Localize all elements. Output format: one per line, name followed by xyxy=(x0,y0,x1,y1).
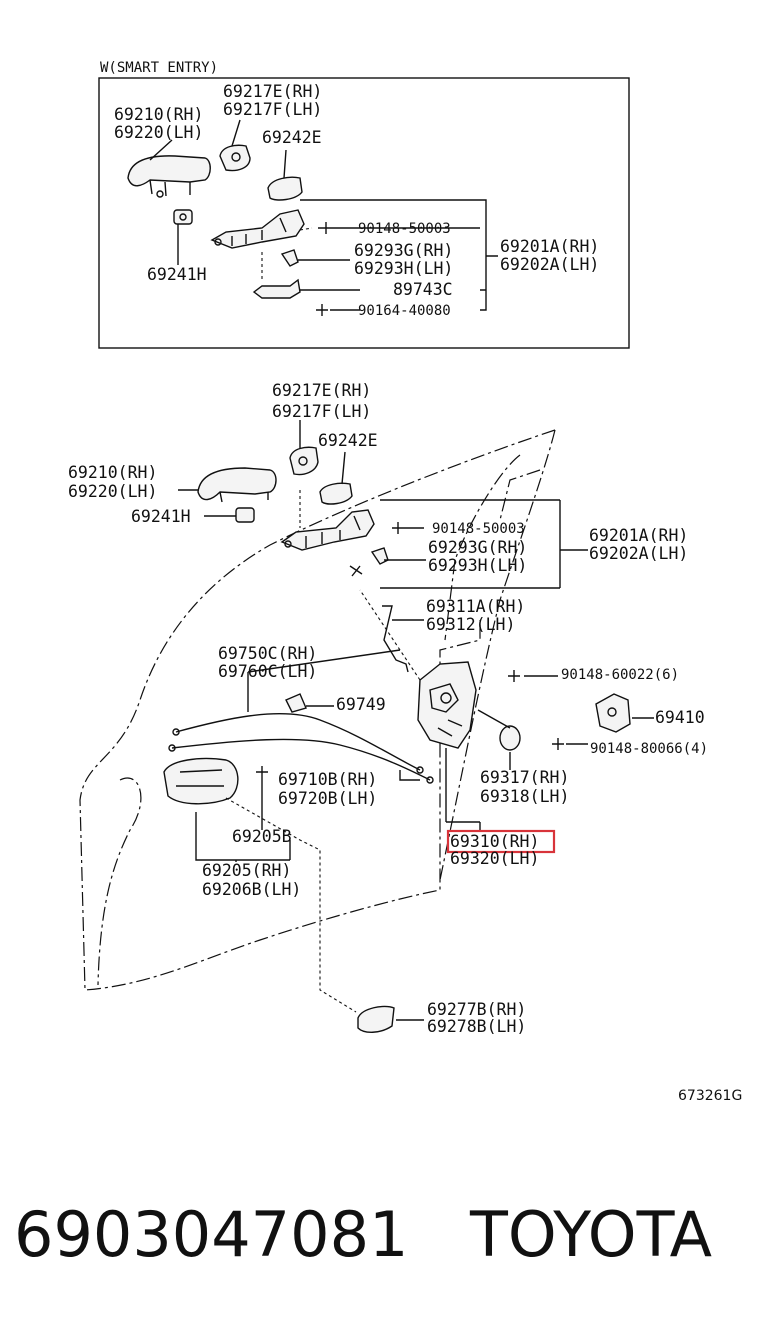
label-cable-upper-rh: 69750C(RH) xyxy=(218,644,317,663)
label-grommet: 69241H xyxy=(131,507,191,526)
inset-screw2-icon xyxy=(316,304,328,316)
inset-grommet xyxy=(173,209,193,225)
pad-part xyxy=(319,482,353,505)
cap-part xyxy=(370,547,389,565)
door-window-frame xyxy=(444,454,541,641)
inset-label-handle-cover-lh: 69217F(LH) xyxy=(223,100,322,119)
inset-frame xyxy=(98,77,630,349)
label-screw-lock: 90148-60022(6) xyxy=(561,667,679,683)
handle-cover-part xyxy=(289,446,319,476)
inset-label-cap-rh: 69293G(RH) xyxy=(354,241,453,260)
highlight-box xyxy=(446,829,556,854)
label-inner-handle-lh: 69206B(LH) xyxy=(202,880,301,899)
inset-pad xyxy=(267,176,303,201)
inset-outside-handle xyxy=(127,155,211,198)
label-lock-assy-lh: 69320(LH) xyxy=(450,849,539,868)
label-handle-rh: 69210(RH) xyxy=(68,463,157,482)
label-clip: 69749 xyxy=(336,695,386,714)
label-handle-cover-rh: 69217E(RH) xyxy=(272,381,371,400)
label-frame-rh: 69201A(RH) xyxy=(589,526,688,545)
label-striker: 69410 xyxy=(655,708,705,727)
part-number: 6903047081 xyxy=(14,1198,408,1271)
inset-label-handle-rh: 69210(RH) xyxy=(114,105,203,124)
inset-label-handle-cover-rh: 69217E(RH) xyxy=(223,82,322,101)
outside-handle-part xyxy=(197,467,277,503)
label-rod-rh: 69311A(RH) xyxy=(426,597,525,616)
inset-leaders xyxy=(149,119,498,311)
screw-lock-icon xyxy=(508,670,520,682)
inset-label-cap-lh: 69293H(LH) xyxy=(354,259,453,278)
door-outline xyxy=(79,429,556,991)
label-pad: 69242E xyxy=(318,431,378,450)
screw1-icon xyxy=(392,522,404,534)
frame-part xyxy=(280,509,375,551)
cable-part xyxy=(168,713,434,784)
rod-part xyxy=(382,605,409,673)
inset-frame-part xyxy=(210,209,305,249)
inside-handle-part xyxy=(163,757,239,805)
brand: TOYOTA xyxy=(469,1198,712,1271)
inset-handle-cover xyxy=(219,144,251,172)
inset-label-frame-rh: 69201A(RH) xyxy=(500,237,599,256)
label-rod-lh: 69312(LH) xyxy=(426,615,515,634)
label-lock-assy-rh: 69310(RH) xyxy=(450,832,539,851)
inset-label-frame-lh: 69202A(LH) xyxy=(500,255,599,274)
striker-part xyxy=(595,693,631,733)
inset-bracket xyxy=(252,278,301,299)
grommet2-part xyxy=(499,725,521,751)
main-leaders xyxy=(178,420,654,1021)
label-cable-lower-lh: 69720B(LH) xyxy=(278,789,377,808)
door-lock-assembly xyxy=(417,661,477,749)
clip-part xyxy=(285,693,307,713)
label-frame-lh: 69202A(LH) xyxy=(589,544,688,563)
nut-icon xyxy=(349,565,363,577)
label-cap-rh: 69293G(RH) xyxy=(428,538,527,557)
door-rear-edge xyxy=(439,429,556,881)
label-cable-lower-rh: 69710B(RH) xyxy=(278,770,377,789)
label-cable-upper-lh: 69760C(LH) xyxy=(218,662,317,681)
label-inner-handle-rh: 69205(RH) xyxy=(202,861,291,880)
label-screw1: 90148-50003 xyxy=(432,521,525,537)
screw-striker-icon xyxy=(552,738,564,750)
inset-label-grommet: 69241H xyxy=(147,265,207,284)
ref-code: 673261G xyxy=(678,1088,742,1104)
door-front-edge xyxy=(97,777,142,986)
grommet-part xyxy=(235,507,255,523)
spring-icon xyxy=(256,766,268,778)
label-grommet2-rh: 69317(RH) xyxy=(480,768,569,787)
inset-screw1-icon xyxy=(318,222,330,234)
label-bezel-lh: 69278B(LH) xyxy=(427,1017,526,1036)
inset-label-pad: 69242E xyxy=(262,128,322,147)
label-screw-striker: 90148-80066(4) xyxy=(590,741,708,757)
inset-label-bracket: 89743C xyxy=(393,280,453,299)
label-grommet2-lh: 69318(LH) xyxy=(480,787,569,806)
inset-label-screw2: 90164-40080 xyxy=(358,303,451,319)
label-cap-lh: 69293H(LH) xyxy=(428,556,527,575)
label-handle-cover-lh: 69217F(LH) xyxy=(272,402,371,421)
inset-label-handle-lh: 69220(LH) xyxy=(114,123,203,142)
inset-dotted-leaders xyxy=(261,227,313,280)
bezel-part xyxy=(357,1005,395,1033)
inset-cap xyxy=(280,249,299,267)
inset-title: W(SMART ENTRY) xyxy=(100,60,218,76)
label-bezel-rh: 69277B(RH) xyxy=(427,1000,526,1019)
label-handle-lh: 69220(LH) xyxy=(68,482,157,501)
label-inner-spring: 69205B xyxy=(232,827,292,846)
main-dotted-leaders xyxy=(225,490,421,1013)
inset-label-screw1: 90148-50003 xyxy=(358,221,451,237)
